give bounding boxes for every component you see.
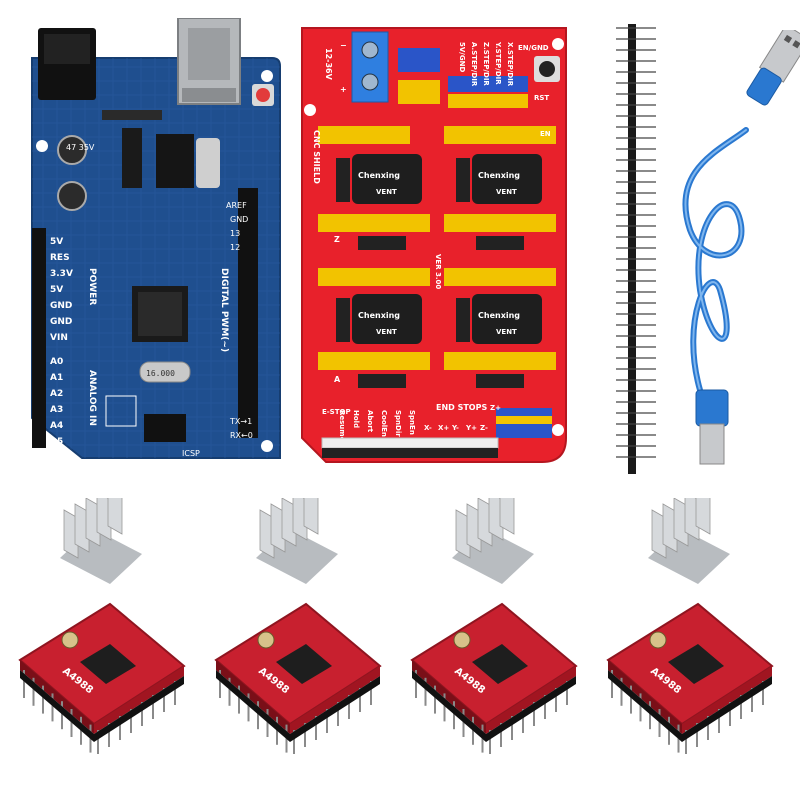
pin-label: GND <box>50 301 72 311</box>
a4988-driver: A4988 <box>214 602 382 754</box>
mounting-hole <box>552 38 564 50</box>
axis-label: A <box>334 375 341 384</box>
capacitor <box>352 154 542 344</box>
pin-label: 3.3V <box>50 269 73 279</box>
endstops-label: END STOPS <box>436 403 487 412</box>
mounting-hole <box>261 70 273 82</box>
power-analog-header <box>32 228 46 448</box>
a4988-driver: A4988 <box>18 602 186 754</box>
digital-header <box>238 188 258 438</box>
crystal-label: 16.000 <box>146 369 175 378</box>
pin-label: A2 <box>50 389 63 399</box>
aref-label: AREF <box>226 201 247 210</box>
pin-label: RES <box>50 253 70 263</box>
crystal <box>196 138 220 188</box>
axis-label: Z <box>334 235 340 244</box>
cap-label: 47 35V <box>66 143 95 152</box>
capacitor-vent: VENT <box>376 188 397 196</box>
power-range: 12-36V <box>324 48 333 81</box>
capacitor-vent: VENT <box>496 188 517 196</box>
arduino-uno-board: 47 35V 16.000 5V RES 3.3V 5V GND GND VIN… <box>31 18 281 459</box>
endstop-axis: X- <box>424 424 432 432</box>
pin-label: A4 <box>50 421 63 431</box>
bottom-label: CoolEn <box>380 410 388 437</box>
mounting-hole <box>304 104 316 116</box>
en-gnd-label: EN/GND <box>518 44 549 52</box>
power-terminal <box>351 31 389 103</box>
pin-label: 5V <box>50 237 63 247</box>
version-label: VER 3.00 <box>434 254 442 289</box>
a4988-driver: A4988 <box>410 602 578 754</box>
capacitor-brand: Chenxing <box>358 311 400 320</box>
capacitor-vent: VENT <box>496 328 517 336</box>
power-plus: + <box>340 85 347 94</box>
stepdir-label: A.STEP/DIR <box>470 42 478 87</box>
stepdir-label: X.STEP/DIR <box>506 42 514 87</box>
en-label: EN <box>540 130 551 138</box>
shield-title: CNC SHIELD <box>312 130 321 184</box>
heatsink <box>452 498 534 584</box>
endstop-axis: Y+ <box>465 424 477 432</box>
io-header <box>321 437 499 458</box>
pin-label: 5V <box>50 285 63 295</box>
heatsink <box>648 498 730 584</box>
power-label: POWER <box>87 268 97 305</box>
digital-pin-label: RX←0 <box>230 431 253 440</box>
pin-label: VIN <box>50 333 68 343</box>
pin-label: A1 <box>50 373 63 383</box>
endstop-axis: Z+ <box>490 404 501 412</box>
bottom-label: Hold <box>352 410 360 428</box>
stepdir-label: Y.STEP/DIR <box>494 41 502 85</box>
pin-header-strip <box>616 24 656 474</box>
heatsink <box>256 498 338 584</box>
bottom-label: SpnDir <box>394 410 402 437</box>
driver-sockets <box>318 126 556 370</box>
atmega-chip <box>132 286 188 342</box>
mounting-hole <box>552 424 564 436</box>
icsp-label: ICSP <box>182 449 200 458</box>
bottom-label: SpnEn <box>408 410 416 435</box>
pin-label: A3 <box>50 405 63 415</box>
icsp-header <box>144 414 186 442</box>
mounting-hole <box>261 440 273 452</box>
capacitor-vent: VENT <box>376 328 397 336</box>
bottom-label: Abort <box>366 410 374 433</box>
capacitor <box>57 135 87 211</box>
endstop-axis: Z- <box>480 424 488 432</box>
usb-b-plug <box>695 389 729 465</box>
oscillator <box>139 361 191 383</box>
rst-label: RST <box>534 94 549 102</box>
bottom-label: Resume <box>338 410 346 442</box>
dc-power-jack <box>38 28 96 100</box>
mounting-hole <box>36 140 48 152</box>
capacitor-brand: Chenxing <box>478 311 520 320</box>
digital-pin-label: TX→1 <box>229 417 252 426</box>
endstop-axis: X+ <box>438 424 449 432</box>
cnc-shield-board: 12-36V − + RST EN/GND X.STEP/DIR Y.STEP/… <box>301 27 567 463</box>
pin-label: GND <box>50 317 72 327</box>
stepdir-label: 5V/GND <box>458 42 466 72</box>
usb-a-plug <box>746 30 800 106</box>
digital-pin-label: 12 <box>230 243 240 252</box>
stepdir-label: Z.STEP/DIR <box>482 42 490 86</box>
heatsink <box>60 498 142 584</box>
capacitor-brand: Chenxing <box>478 171 520 180</box>
motor-headers <box>336 158 524 388</box>
pin-label: A0 <box>50 357 63 367</box>
usb-b-port <box>177 18 241 105</box>
capacitor-brand: Chenxing <box>358 171 400 180</box>
digital-pin-label: 13 <box>230 229 240 238</box>
microstep-jumpers <box>398 48 528 108</box>
a4988-driver: A4988 <box>606 602 774 754</box>
analog-label: ANALOG IN <box>87 370 97 426</box>
power-minus: − <box>340 41 347 50</box>
bottom-label: E-STOP <box>322 408 351 416</box>
digital-label: DIGITAL PWM(~) <box>219 268 229 352</box>
usb-chip <box>156 134 194 188</box>
digital-pin-label: GND <box>230 215 248 224</box>
usb-cable <box>682 30 800 465</box>
pin-label: A5 <box>50 437 63 447</box>
mounting-hole <box>46 437 58 449</box>
endstop-axis: Y- <box>451 424 459 432</box>
